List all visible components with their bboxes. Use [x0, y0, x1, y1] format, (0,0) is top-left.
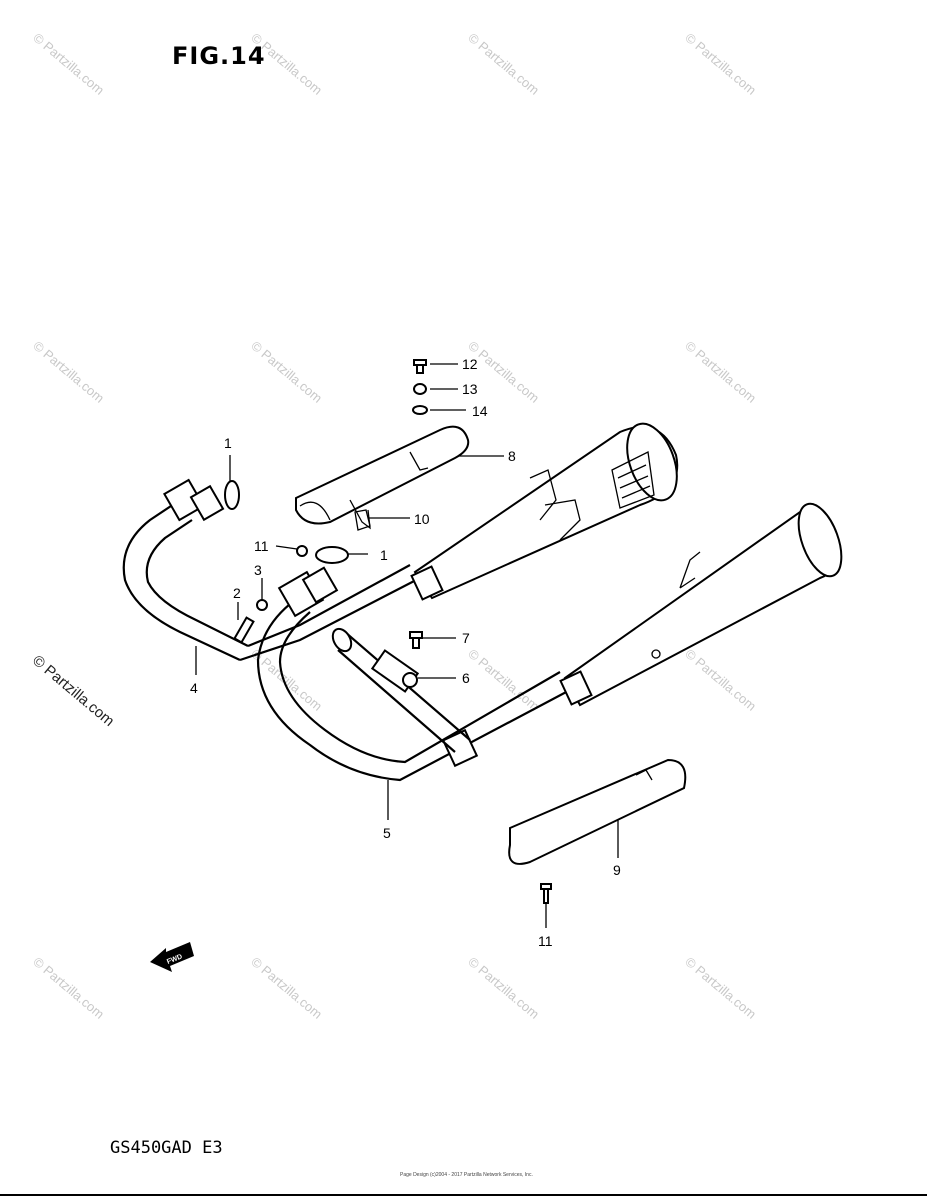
muffler-lower [563, 502, 843, 707]
screw-11b [540, 883, 552, 904]
crossover-pipe [331, 627, 471, 753]
gasket-1b [315, 546, 349, 564]
footer-note: Page Design (c)2004 - 2017 Partzilla Net… [400, 1172, 533, 1178]
washer-13 [413, 383, 427, 395]
callout-5: 5 [383, 825, 391, 841]
callout-13: 13 [462, 381, 478, 397]
callout-3: 3 [254, 562, 262, 578]
callout-1: 1 [380, 547, 388, 563]
callout-2: 2 [233, 585, 241, 601]
screw-11a [296, 545, 308, 557]
callout-10: 10 [414, 511, 430, 527]
model-code: GS450GAD E3 [110, 1138, 223, 1158]
gasket-1a [224, 480, 240, 510]
heat-shield-8 [295, 425, 470, 530]
callouts: 1 1 2 3 4 5 6 7 8 9 10 11 11 12 13 14 [190, 356, 621, 949]
exhaust-pipe-5 [256, 565, 593, 782]
callout-4: 4 [190, 680, 198, 696]
callout-9: 9 [613, 862, 621, 878]
callout-1: 1 [224, 435, 232, 451]
clamp-6 [402, 672, 418, 688]
muffler-upper [413, 422, 679, 600]
washer-3 [256, 599, 268, 611]
callout-7: 7 [462, 630, 470, 646]
washer-14 [412, 405, 428, 415]
bolt-2 [233, 616, 255, 644]
heat-shield-9 [508, 758, 687, 865]
callout-6: 6 [462, 670, 470, 686]
callout-8: 8 [508, 448, 516, 464]
screw-12 [413, 359, 427, 374]
fwd-arrow-icon: FWD [150, 942, 194, 972]
leader-lines [195, 363, 619, 928]
callout-11: 11 [254, 538, 269, 554]
bolt-7 [409, 631, 423, 649]
callout-14: 14 [472, 403, 488, 419]
bracket-10 [354, 509, 371, 531]
callout-12: 12 [462, 356, 478, 372]
exhaust-pipe-4 [122, 478, 421, 662]
figure-title: FIG.14 [172, 42, 266, 70]
bottom-rule [0, 1194, 927, 1196]
callout-11: 11 [538, 933, 553, 949]
